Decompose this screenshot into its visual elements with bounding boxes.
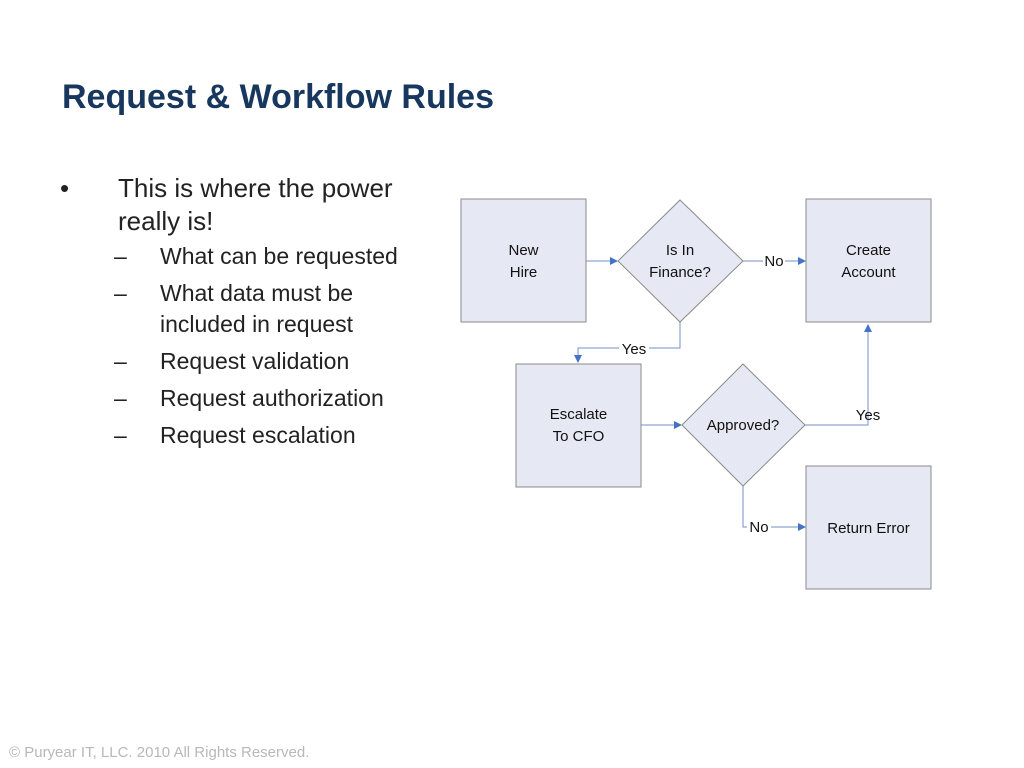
bullet-main: • This is where the power really is! [60,172,440,238]
edge-label-approved-no: No [749,519,768,536]
sub-bullet-text: What data must be [160,280,354,306]
workflow-flowchart: No Yes Yes No New Hire Is In Finance? Cr… [460,198,932,590]
sub-bullet-item: – Request validation [60,346,440,377]
bullet-main-line-2: really is! [118,206,214,236]
dash-marker: – [114,243,127,269]
arrowhead-icon [610,257,618,265]
sub-bullet-text: Request authorization [160,385,384,411]
node-label: Escalate [550,406,608,423]
edge-label-approved-yes: Yes [856,407,880,424]
sub-bullet-text: What can be requested [160,243,398,269]
node-approved: Approved? [681,363,806,487]
copyright-footer: © Puryear IT, LLC. 2010 All Rights Reser… [9,744,310,761]
node-label: Approved? [707,417,780,434]
bullet-marker: • [60,173,70,203]
edge-label-bg [763,251,785,271]
process-box [805,465,932,590]
sub-bullet-item: – Request authorization [60,383,440,414]
edge-label-bg [747,517,771,537]
connector-approved-no [742,486,798,528]
connector-approved-yes [805,332,869,426]
node-label: Account [841,264,896,281]
node-escalate-to-cfo: Escalate To CFO [515,363,642,488]
sub-bullet-item: – Request escalation [60,420,440,451]
decision-diamond [681,363,806,487]
process-box [515,363,642,488]
sub-bullet-item: – What can be requested [60,241,440,272]
arrowhead-icon [574,355,582,363]
node-return-error: Return Error [805,465,932,590]
node-label: Return Error [827,520,910,537]
arrowhead-icon [798,257,806,265]
node-create-account: Create Account [805,198,932,323]
dash-marker: – [114,422,127,448]
node-label: To CFO [553,428,605,445]
sub-bullet-text: Request validation [160,348,350,374]
edge-label-finance-yes: Yes [622,341,646,358]
process-box [805,198,932,323]
dash-marker: – [114,348,127,374]
sub-bullet-text: included in request [160,311,354,337]
sub-bullet-list: – What can be requested – What data must… [60,241,440,451]
slide-title: Request & Workflow Rules [62,78,494,116]
node-is-in-finance: Is In Finance? [617,199,744,323]
node-label: Hire [510,264,538,281]
node-label: Finance? [649,264,711,281]
dash-marker: – [114,280,127,306]
sub-bullet-item: – What data must be included in request [60,278,440,340]
arrowhead-icon [798,523,806,531]
node-label: New [508,242,538,259]
edge-label-bg [619,339,649,357]
sub-bullet-text: Request escalation [160,422,356,448]
arrowhead-icon [674,421,682,429]
node-label: Create [846,242,891,259]
bullet-main-line-1: This is where the power [118,173,393,203]
decision-diamond [617,199,744,323]
edge-label-finance-no: No [764,253,783,270]
dash-marker: – [114,385,127,411]
node-label: Is In [666,242,694,259]
process-box [460,198,587,323]
bullet-list: • This is where the power really is! – W… [60,172,440,457]
node-new-hire: New Hire [460,198,587,323]
arrowhead-icon [864,324,872,332]
